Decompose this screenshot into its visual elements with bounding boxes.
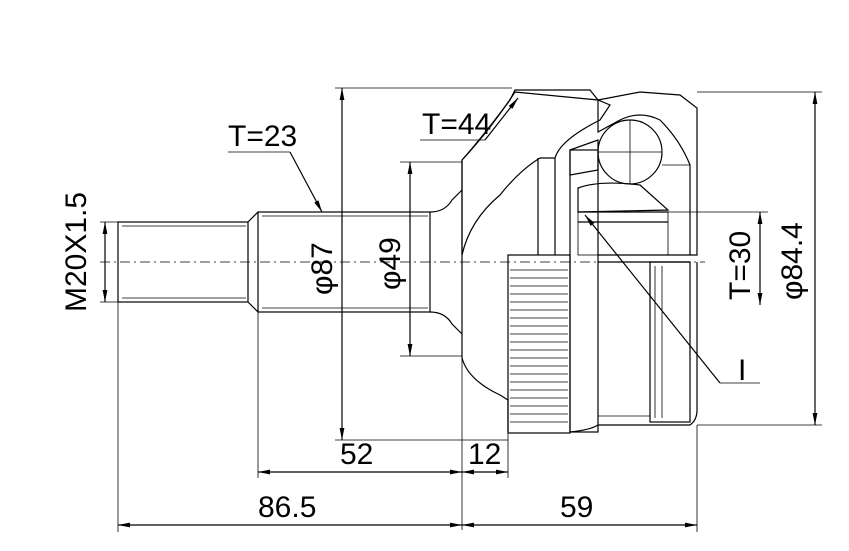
label-t44: T=44 [422, 108, 491, 141]
label-dim12: 12 [468, 438, 501, 471]
label-t30: T=30 [724, 231, 757, 300]
label-dim865: 86.5 [258, 491, 316, 524]
label-d49: φ49 [374, 237, 407, 290]
label-dim52: 52 [340, 438, 373, 471]
label-d87: φ87 [306, 242, 339, 295]
threaded-stub [117, 211, 259, 313]
label-t23: T=23 [228, 120, 297, 153]
dimension-lines [100, 87, 822, 532]
abs-ring-teeth [510, 269, 568, 423]
outer-race [569, 91, 698, 256]
label-dim59: 59 [560, 491, 593, 524]
spline-shaft [257, 189, 463, 335]
label-thread: M20X1.5 [60, 192, 93, 312]
label-i: I [738, 354, 746, 387]
joint-housing [461, 89, 698, 434]
label-d844: φ84.4 [776, 222, 809, 300]
